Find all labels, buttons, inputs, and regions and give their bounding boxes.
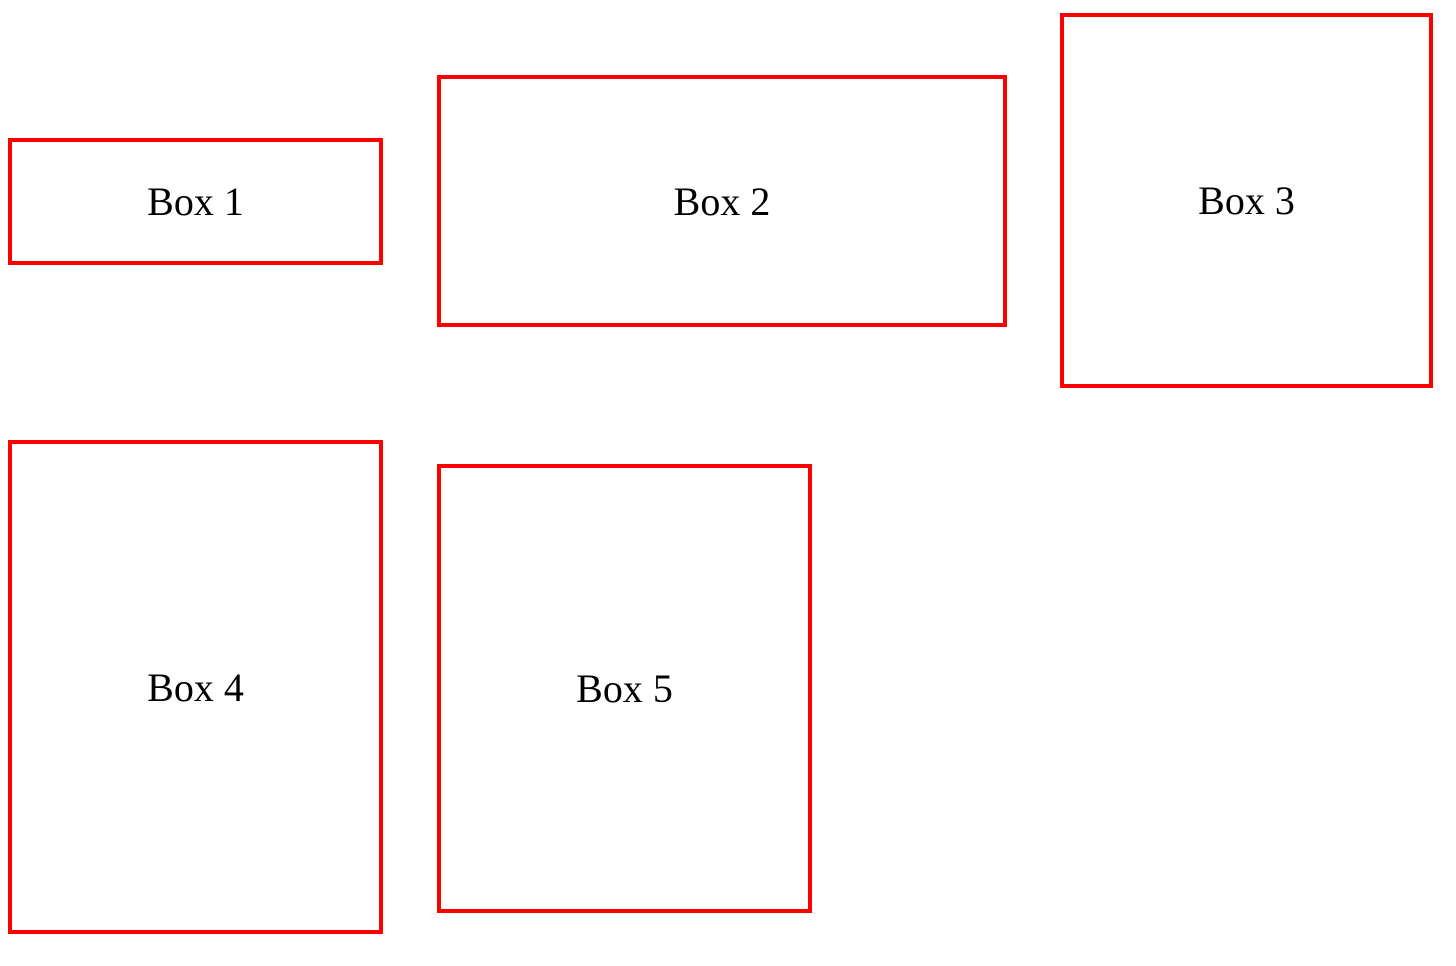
- box-3-label: Box 3: [1198, 178, 1295, 223]
- box-2: Box 2: [437, 75, 1007, 327]
- box-5: Box 5: [437, 464, 812, 913]
- box-2-label: Box 2: [673, 178, 771, 224]
- box-1-label: Box 1: [147, 179, 244, 224]
- box-3: Box 3: [1060, 13, 1433, 388]
- box-4-label: Box 4: [147, 664, 244, 710]
- box-4: Box 4: [8, 440, 383, 934]
- box-1: Box 1: [8, 138, 383, 265]
- box-5-label: Box 5: [576, 666, 673, 711]
